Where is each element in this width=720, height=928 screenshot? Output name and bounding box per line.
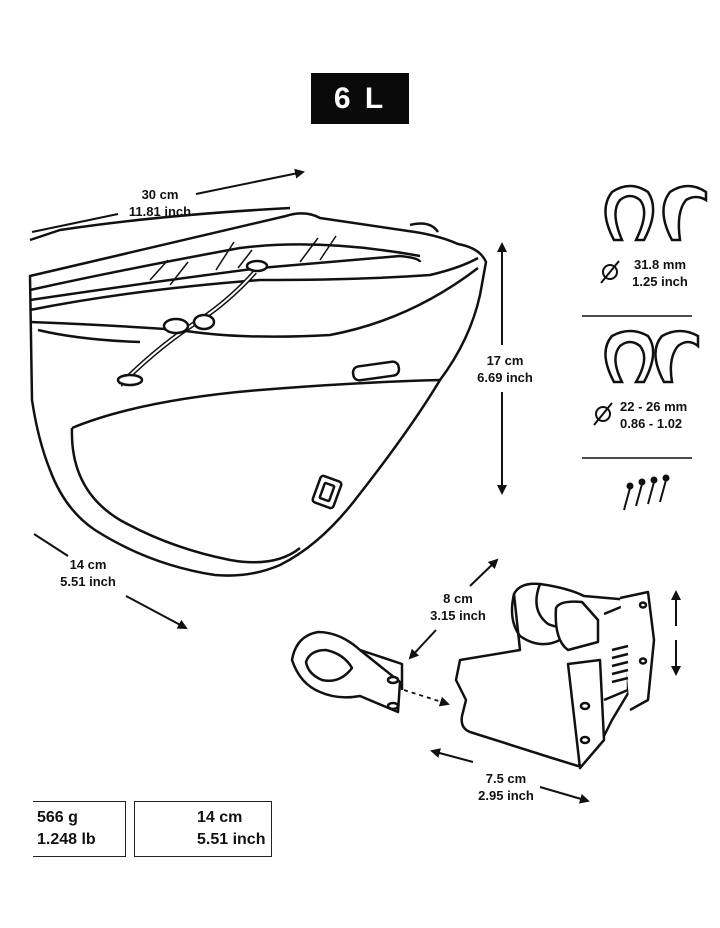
capacity-label: 6 L (311, 73, 409, 124)
depth-arrow (33, 533, 188, 629)
depth-label: 14 cm 5.51 inch (50, 556, 126, 590)
clamp-22-26-imperial: 0.86 - 1.02 (620, 416, 683, 431)
folded-size-spec-box: 14 cm 5.51 inch (134, 801, 272, 857)
mount-width-label: 7.5 cm 2.95 inch (468, 770, 544, 804)
height-metric: 17 cm (486, 353, 524, 368)
mount-height-label: 8 cm 3.15 inch (420, 590, 496, 624)
height-label: 17 cm 6.69 inch (468, 352, 542, 386)
assembly-arrow (403, 689, 450, 707)
mount-bracket (454, 582, 656, 770)
mount-width-arrow (430, 748, 590, 804)
clamp-31-8-metric: 31.8 mm (633, 257, 687, 272)
screw-icon (623, 474, 670, 511)
width-metric: 30 cm (141, 187, 179, 202)
mount-height-metric: 8 cm (443, 591, 473, 606)
width-imperial: 11.81 inch (128, 204, 192, 219)
folded-metric: 14 cm (197, 809, 243, 826)
width-arrow (31, 168, 305, 233)
mount-width-metric: 7.5 cm (485, 771, 527, 786)
width-label: 30 cm 11.81 inch (122, 186, 198, 220)
weight-imperial: 1.248 lb (37, 831, 96, 848)
clamp-22-26-metric: 22 - 26 mm (620, 399, 688, 414)
clamp-31-8-icon (604, 184, 708, 242)
depth-metric: 14 cm (69, 557, 107, 572)
height-imperial: 6.69 inch (477, 370, 533, 385)
mount-height-arrow (408, 558, 499, 660)
divider-lines (582, 315, 692, 459)
handlebar-bag (28, 206, 488, 577)
weight-spec: 566 g 1.248 lb (33, 802, 125, 851)
depth-imperial: 5.51 inch (60, 574, 116, 589)
weight-spec-box: 566 g 1.248 lb (33, 801, 126, 857)
diameter-icon (593, 260, 620, 426)
clamp-22-26-icon (604, 329, 700, 384)
clamp-31-8-imperial: 1.25 inch (632, 274, 688, 289)
folded-size-spec: 14 cm 5.51 inch (197, 807, 265, 851)
folded-imperial: 5.51 inch (197, 831, 266, 848)
mount-width-imperial: 2.95 inch (478, 788, 534, 803)
mount-height-imperial: 3.15 inch (430, 608, 486, 623)
clamp-22-26-label: 22 - 26 mm 0.86 - 1.02 (620, 398, 716, 432)
clamp-31-8-label: 31.8 mm 1.25 inch (622, 256, 698, 290)
weight-metric: 566 g (37, 809, 78, 826)
clamp-icon (290, 630, 404, 714)
